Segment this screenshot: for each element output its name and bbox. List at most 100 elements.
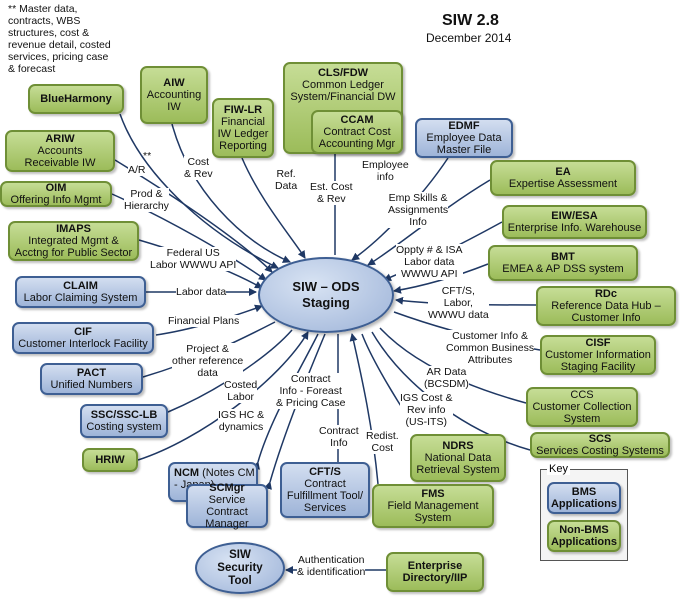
rdc-desc: Reference Data Hub – Customer Info <box>551 300 661 324</box>
label-contract-forecast: Contract Info - Foreast & Pricing Case <box>276 373 346 409</box>
aiw-title: AIW <box>163 77 185 89</box>
cfts-box: CFT/S Contract Fulfillment Tool/ Service… <box>280 462 370 518</box>
edmf-desc: Employee Data Master File <box>426 132 502 156</box>
eiwesa-box: EIW/ESA Enterprise Info. Warehouse <box>502 205 647 239</box>
label-labor-data: Labor data <box>176 286 227 298</box>
edmf-title: EDMF <box>448 120 480 132</box>
edmf-box: EDMF Employee Data Master File <box>415 118 513 158</box>
scs-desc: Services Costing Systems <box>536 445 664 457</box>
imaps-box: IMAPS Integrated Mgmt & Acctng for Publi… <box>8 221 139 261</box>
cif-box: CIF Customer Interlock Facility <box>12 322 154 354</box>
blueharmony-title: BlueHarmony <box>40 93 112 105</box>
oim-title: OIM <box>45 182 67 194</box>
key-bms: BMS Applications <box>547 482 621 514</box>
ariw-title: ARIW <box>45 133 75 145</box>
label-ar: A/R <box>128 164 146 176</box>
ncm-box: NCM (Notes CM - Japan) <box>168 462 258 502</box>
key-title: Key <box>547 463 570 475</box>
ndrs-desc: National Data Retrieval System <box>416 452 500 476</box>
edge-aiw <box>171 123 291 263</box>
ccam-desc: Contract Cost Accounting Mgr <box>318 126 396 150</box>
label-federal: Federal US Labor WWWU API <box>150 247 237 271</box>
label-cft-labor: CFT/S, Labor, WWWU data <box>428 285 489 321</box>
ea-box: EA Expertise Assessment <box>490 160 636 196</box>
fms-box: FMS Field Management System <box>372 484 494 528</box>
fms-title: FMS <box>421 488 445 500</box>
key-nonbms: Non-BMS Applications <box>547 520 621 552</box>
hub-line1: SIW – ODS <box>292 279 360 294</box>
ea-title: EA <box>555 166 571 178</box>
pact-box: PACT Unified Numbers <box>40 363 143 395</box>
oim-box: OIM Offering Info Mgmt <box>0 181 112 207</box>
ccam-box: CCAM Contract Cost Accounting Mgr <box>311 110 403 154</box>
ccs-title: CCS <box>570 389 594 401</box>
ssc-box: SSC/SSC-LB Costing system <box>80 404 168 438</box>
scmgr-title: SCMgr <box>209 482 245 494</box>
bmt-title: BMT <box>551 251 575 263</box>
clsfdw-desc: Common Ledger System/Financial DW <box>290 79 396 103</box>
label-stars: ** <box>143 150 152 162</box>
eiwesa-title: EIW/ESA <box>551 210 598 222</box>
aiw-desc: Accounting IW <box>146 89 202 113</box>
security-line3: Tool <box>228 574 252 587</box>
label-auth: Authentication & identification <box>297 554 366 578</box>
ariw-desc: Accounts Receivable IW <box>24 145 96 169</box>
edge-fms <box>349 333 379 485</box>
label-costed-labor: Costed Labor <box>224 379 258 403</box>
blueharmony-box: BlueHarmony <box>28 84 124 114</box>
diagram-title: SIW 2.8 <box>442 12 499 29</box>
ndrs-box: NDRS National Data Retrieval System <box>410 434 506 482</box>
label-ref-data: Ref. Data <box>275 168 298 192</box>
label-customer-info: Customer Info & Common Business Attribut… <box>446 330 535 366</box>
key-nonbms-label: Non-BMS Applications <box>550 524 617 548</box>
label-igs-hc: IGS HC & dynamics <box>218 409 265 433</box>
claim-desc: Labor Claiming System <box>23 292 138 304</box>
label-ar-data: AR Data (BCSDM) <box>424 366 469 390</box>
label-contract-info: Contract Info <box>319 425 359 449</box>
label-financial-plans: Financial Plans <box>168 315 240 327</box>
ccs-desc: Customer Collection System <box>532 401 632 425</box>
key-bms-label: BMS Applications <box>550 486 617 510</box>
label-project-ref: Project & other reference data <box>172 343 244 379</box>
rdc-title: RDc <box>594 288 617 300</box>
ncm-title: NCM <box>174 467 200 479</box>
label-oppty: Oppty # & ISA Labor data WWWU API <box>396 244 463 280</box>
edge-hriw <box>137 331 309 461</box>
pact-title: PACT <box>76 367 107 379</box>
aiw-box: AIW Accounting IW <box>140 66 208 124</box>
scmgr-desc: Service Contract Manager <box>205 494 249 530</box>
hub-line2: Staging <box>302 295 350 310</box>
label-cost-rev: Cost & Rev <box>184 156 213 180</box>
ea-desc: Expertise Assessment <box>508 178 618 190</box>
hriw-title: HRIW <box>95 454 125 466</box>
label-emp-skills: Emp Skills & Assignments Info <box>388 192 449 228</box>
fiwlr-title: FIW-LR <box>223 104 263 116</box>
siw-ods-staging-hub: SIW – ODS Staging <box>258 257 394 333</box>
claim-title: CLAIM <box>63 280 98 292</box>
ssc-desc: Costing system <box>86 421 162 433</box>
ndrs-title: NDRS <box>442 440 474 452</box>
eiwesa-desc: Enterprise Info. Warehouse <box>507 222 642 234</box>
scs-box: SCS Services Costing Systems <box>530 432 670 458</box>
edge-fiwlr <box>241 157 306 259</box>
label-est-cost: Est. Cost & Rev <box>310 181 353 205</box>
ccs-box: CCS Customer Collection System <box>526 387 638 427</box>
cisf-desc: Customer Information Staging Facility <box>545 349 651 373</box>
ariw-box: ARIW Accounts Receivable IW <box>5 130 115 172</box>
scmgr-box: SCMgr Service Contract Manager <box>186 482 268 530</box>
bmt-box: BMT EMEA & AP DSS system <box>488 245 638 281</box>
diagram-date: December 2014 <box>426 31 512 45</box>
legend-key: Key BMS Applications Non-BMS Application… <box>540 463 628 561</box>
imaps-title: IMAPS <box>56 223 91 235</box>
cif-desc: Customer Interlock Facility <box>18 338 148 350</box>
bmt-desc: EMEA & AP DSS system <box>502 263 624 275</box>
fiwlr-box: FIW-LR Financial IW Ledger Reporting <box>212 98 274 158</box>
footnote: ** Master data, contracts, WBS structure… <box>8 3 111 75</box>
imaps-desc: Integrated Mgmt & Acctng for Public Sect… <box>14 235 133 259</box>
siw-security-tool: SIW Security Tool <box>195 542 285 594</box>
label-employee-info: Employee info <box>362 159 409 183</box>
security-line2: Security <box>217 561 263 574</box>
cif-title: CIF <box>74 326 92 338</box>
enterprise-directory-box: Enterprise Directory/IIP <box>386 552 484 592</box>
